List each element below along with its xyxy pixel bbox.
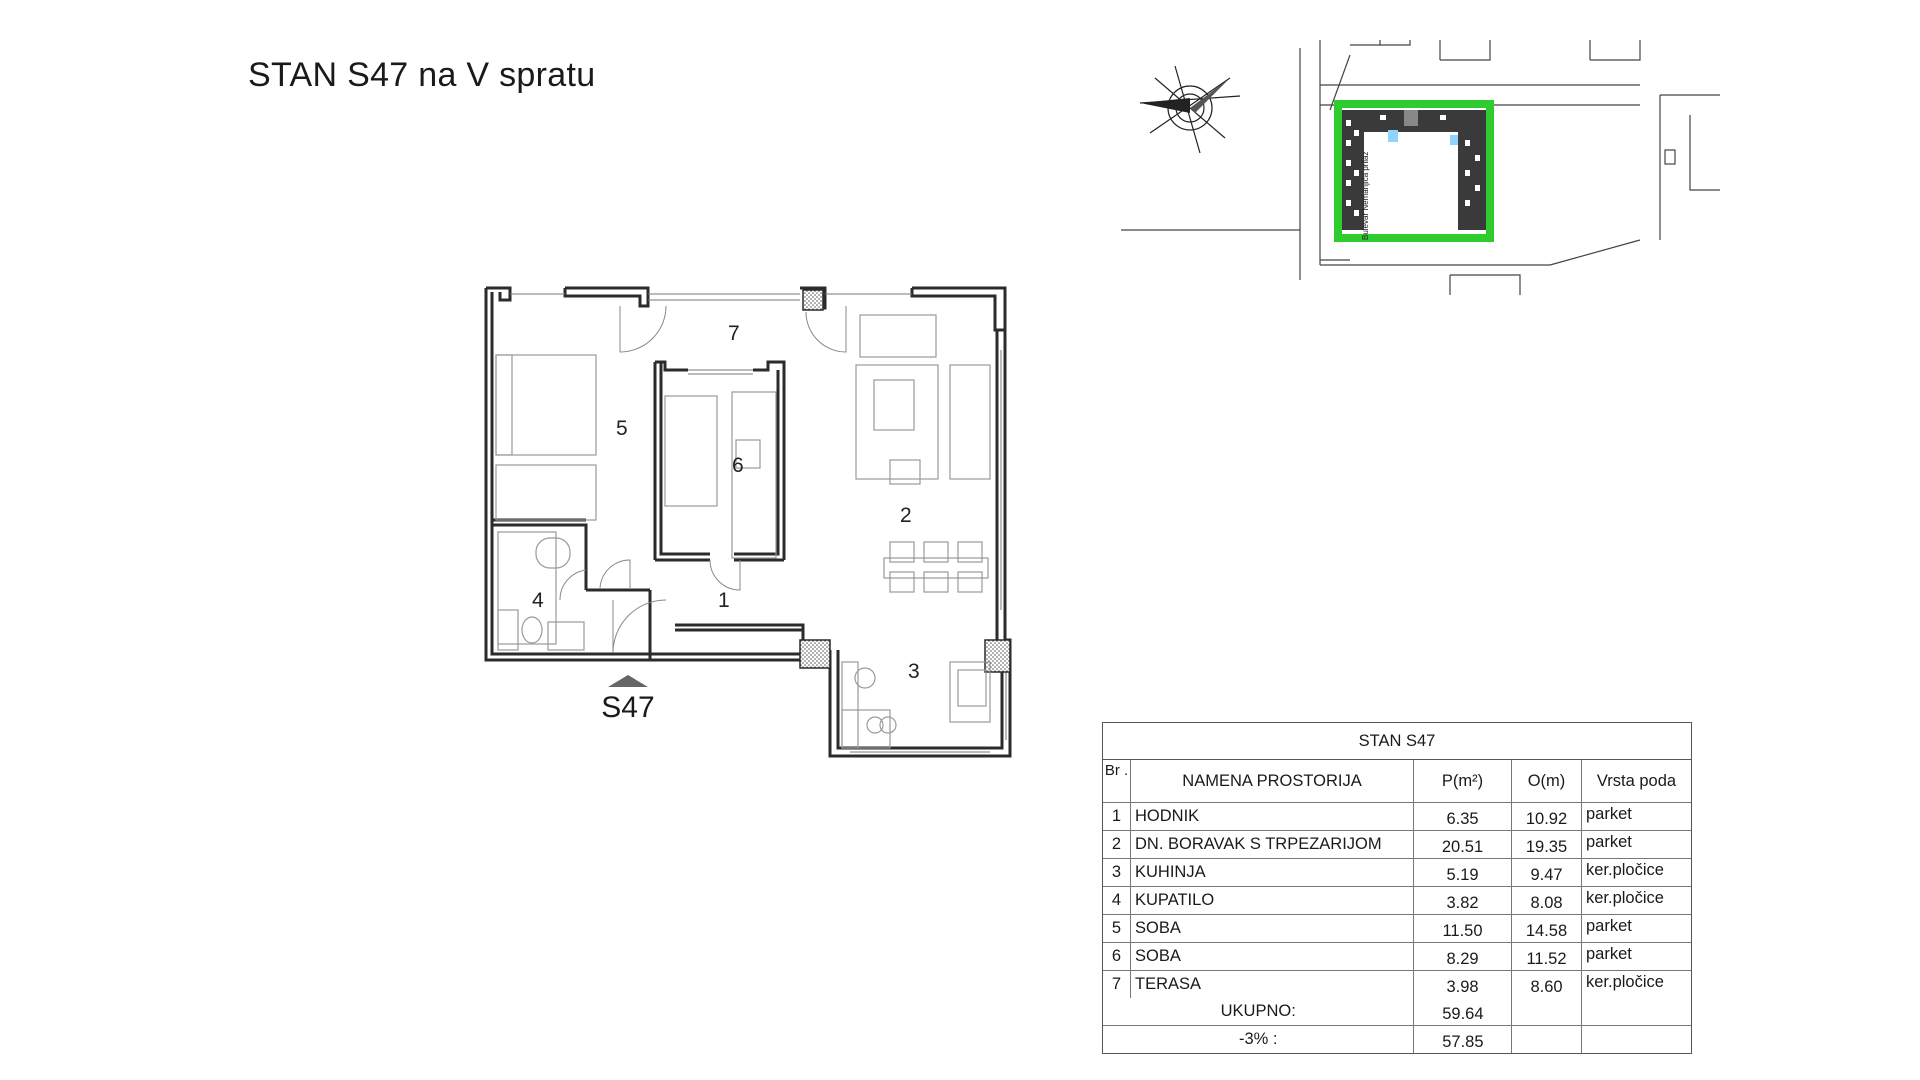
- cell-floor: parket: [1586, 945, 1632, 963]
- cell-name: KUPATILO: [1131, 887, 1414, 914]
- cell-br: 5: [1103, 915, 1131, 942]
- reduced-value: 57.85: [1414, 1026, 1513, 1053]
- cell-p: 3.82: [1414, 887, 1512, 914]
- page-title: STAN S47 na V spratu: [248, 56, 596, 94]
- cell-o: 14.58: [1512, 915, 1582, 942]
- total-row: UKUPNO: 59.64: [1103, 998, 1691, 1026]
- floor-plan: 1 2 3 4 5 6 7: [484, 286, 1012, 758]
- cell-br: 4: [1103, 887, 1131, 914]
- entrance-arrow-icon: [608, 675, 648, 687]
- site-plan: Bulevar Nemanjića prilaz: [1121, 40, 1720, 295]
- header-br: Br .: [1103, 760, 1131, 802]
- cell-p: 3.98: [1414, 971, 1512, 998]
- unit-marker-label: S47: [601, 691, 655, 724]
- cell-floor: ker.pločice: [1586, 973, 1664, 991]
- cell-br: 3: [1103, 859, 1131, 886]
- cell-floor: ker.pločice: [1586, 889, 1664, 907]
- cell-o: 8.08: [1512, 887, 1582, 914]
- street-label: Bulevar Nemanjića prilaz: [1361, 152, 1370, 240]
- room-table: STAN S47 Br . NAMENA PROSTORIJA P(m²) O(…: [1102, 722, 1692, 1054]
- cell-name: KUHINJA: [1131, 859, 1414, 886]
- cell-br: 1: [1103, 803, 1131, 830]
- header-area: P(m²): [1414, 760, 1512, 802]
- table-header-row: Br . NAMENA PROSTORIJA P(m²) O(m) Vrsta …: [1103, 760, 1691, 803]
- room-number-4: 4: [532, 589, 544, 612]
- cell-o: 10.92: [1512, 803, 1582, 830]
- cell-name: TERASA: [1131, 971, 1414, 998]
- cell-o: 19.35: [1512, 831, 1582, 858]
- cell-p: 8.29: [1414, 943, 1512, 970]
- room-number-6: 6: [732, 454, 744, 477]
- cell-p: 6.35: [1414, 803, 1512, 830]
- cell-p: 20.51: [1414, 831, 1512, 858]
- header-perimeter: O(m): [1512, 760, 1582, 802]
- header-floor: Vrsta poda: [1596, 771, 1677, 790]
- cell-p: 5.19: [1414, 859, 1512, 886]
- cell-name: SOBA: [1131, 915, 1414, 942]
- room-number-3: 3: [908, 660, 920, 683]
- cell-p: 11.50: [1414, 915, 1512, 942]
- total-label: UKUPNO:: [1103, 998, 1415, 1025]
- unit-marker: S47: [598, 675, 658, 725]
- cell-name: HODNIK: [1131, 803, 1414, 830]
- room-number-5: 5: [616, 417, 628, 440]
- cell-br: 6: [1103, 943, 1131, 970]
- room-number-7: 7: [728, 322, 740, 345]
- cell-o: 8.60: [1512, 971, 1582, 998]
- cell-floor: parket: [1586, 917, 1632, 935]
- compass-rose-icon: [1139, 65, 1241, 154]
- cell-br: 7: [1103, 971, 1131, 998]
- room-number-1: 1: [718, 589, 730, 612]
- room-number-2: 2: [900, 504, 912, 527]
- cell-floor: ker.pločice: [1586, 861, 1664, 879]
- cell-o: 9.47: [1512, 859, 1582, 886]
- table-title: STAN S47: [1103, 723, 1691, 760]
- cell-floor: parket: [1586, 805, 1632, 823]
- reduced-label: -3% :: [1103, 1026, 1415, 1053]
- reduced-row: -3% : 57.85: [1103, 1026, 1691, 1053]
- cell-floor: parket: [1586, 833, 1632, 851]
- cell-br: 2: [1103, 831, 1131, 858]
- cell-name: SOBA: [1131, 943, 1414, 970]
- total-value: 59.64: [1414, 998, 1513, 1025]
- cell-name: DN. BORAVAK S TRPEZARIJOM: [1131, 831, 1414, 858]
- cell-o: 11.52: [1512, 943, 1582, 970]
- header-name: NAMENA PROSTORIJA: [1131, 760, 1414, 802]
